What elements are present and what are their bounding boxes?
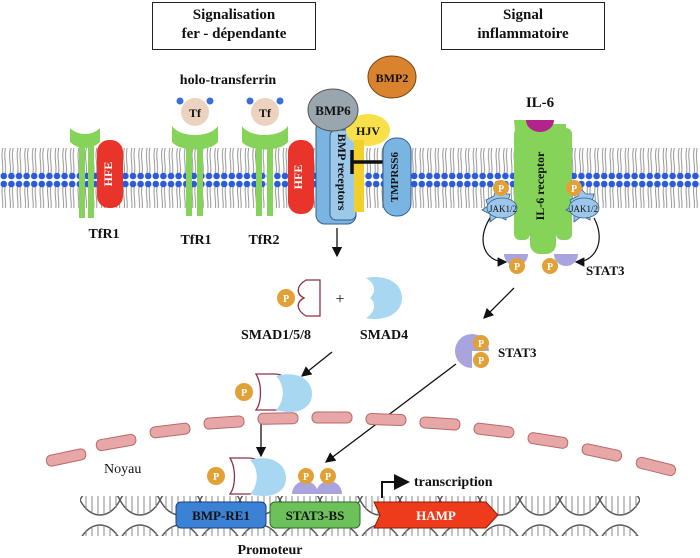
iron-signaling-header: Signalisation fer - dépendante xyxy=(152,2,316,50)
tf-label-1: Tf xyxy=(189,106,202,120)
jak-phospho-left xyxy=(493,180,509,196)
tfr1-receptor-left xyxy=(70,128,100,218)
jak-to-stat3-arrow-right xyxy=(574,217,600,267)
tfr2-label: TfR2 xyxy=(248,233,279,248)
stat3-release-arrow xyxy=(483,287,515,319)
bmp-receptors-complex xyxy=(315,119,357,225)
plus-sign: + xyxy=(335,291,344,308)
smad4-label: SMAD4 xyxy=(360,328,408,343)
jak-phospho-right-label: P xyxy=(571,184,577,195)
tf-label-2: Tf xyxy=(259,106,272,120)
tmprss6-protein xyxy=(382,137,412,217)
transferrin-molecule-2 xyxy=(246,97,284,126)
stat3-bound-right-p: P xyxy=(547,262,553,273)
inflammatory-signal-header: Signal inflammatoire xyxy=(441,2,605,50)
smad-complex-nucleus xyxy=(207,457,286,497)
hjv-label: HJV xyxy=(356,124,380,138)
jak-label-right: JAK1/2 xyxy=(570,204,598,214)
tfr1-label-middle: TfR1 xyxy=(180,233,211,248)
stat3-dimer-p-bottom: P xyxy=(478,356,484,367)
tmprss6-label: TMPRSS6 xyxy=(389,151,401,202)
transcription-arrow xyxy=(381,474,410,498)
stat3-nuclear-arrow xyxy=(324,363,457,463)
stat3-dimer-cytoplasm xyxy=(455,334,489,368)
hfe-label-left: HFE xyxy=(101,162,115,187)
jak-kinase-right xyxy=(565,187,600,223)
bmp6-ligand xyxy=(307,88,359,132)
iron-signaling-header-line2: fer - dépendante xyxy=(181,26,287,42)
hamp-gene xyxy=(373,501,499,529)
bmp-re1-label: BMP-RE1 xyxy=(192,508,250,523)
jak-phospho-right xyxy=(566,180,582,196)
bmp2-ligand xyxy=(367,55,417,99)
tfr2-receptor xyxy=(242,126,288,216)
inflammatory-signal-header-line1: Signal xyxy=(502,7,544,23)
hamp-label: HAMP xyxy=(416,508,456,523)
il6-receptor-label: IL-6 receptor xyxy=(533,151,547,220)
stat3-bound-right xyxy=(542,254,578,274)
transferrin-molecule-1 xyxy=(176,97,214,126)
jak-kinase-left xyxy=(481,187,518,223)
stat3-bs-label: STAT3-BS xyxy=(286,508,345,523)
stat3-dimer-nucleus xyxy=(292,468,342,494)
tfr1-receptor-middle xyxy=(172,126,218,216)
iron-signaling-header-line1: Signalisation xyxy=(192,7,276,23)
stat3-label-receptor: STAT3 xyxy=(586,263,625,278)
inflammatory-signal-header-line2: inflammatoire xyxy=(477,26,569,42)
smad-complex-cytoplasm xyxy=(235,373,312,413)
nucleus-label: Noyau xyxy=(104,462,141,477)
hfe-protein-middle xyxy=(288,140,314,214)
smad-complex-nucleus-p: P xyxy=(213,472,219,483)
bmp2-label: BMP2 xyxy=(376,71,409,85)
transcription-label: transcription xyxy=(414,475,493,490)
smad158-free xyxy=(277,279,321,317)
bmp6-label: BMP6 xyxy=(315,103,351,118)
nuclear-envelope xyxy=(45,411,677,477)
stat3-nucleus-p-left: P xyxy=(303,472,309,483)
holo-transferrin-label: holo-transferrin xyxy=(180,73,277,88)
stat3-label-cytoplasm: STAT3 xyxy=(498,345,537,360)
promoter-label: Promoteur xyxy=(237,543,302,558)
stat3-bs-element xyxy=(269,501,361,529)
smad-complex-cytoplasm-p: P xyxy=(241,388,247,399)
bmp-re1-element xyxy=(175,501,267,529)
tfr1-label-left: TfR1 xyxy=(88,227,119,242)
il6-ligand xyxy=(526,120,554,132)
smad158-free-p: P xyxy=(283,294,289,305)
jak-phospho-left-label: P xyxy=(498,184,504,195)
hfe-label-middle: HFE xyxy=(291,165,305,190)
hjv-protein xyxy=(346,114,390,212)
hfe-protein-left xyxy=(97,140,123,208)
il6-label: IL-6 xyxy=(526,95,555,111)
smad158-label: SMAD1/5/8 xyxy=(241,328,311,343)
il6-receptor xyxy=(514,120,572,254)
jak-label-left: JAK1/2 xyxy=(489,204,517,214)
stat3-dimer-p-top: P xyxy=(478,339,484,350)
jak-to-stat3-arrow-left xyxy=(482,217,508,267)
smad4-free xyxy=(366,276,402,320)
stat3-bound-left-p: P xyxy=(514,262,520,273)
smad-complex-arrow xyxy=(300,351,333,377)
stat3-nucleus-p-right: P xyxy=(325,472,331,483)
stat3-bound-left xyxy=(504,254,528,274)
bmp-receptors-label: BMP receptors xyxy=(335,134,349,211)
